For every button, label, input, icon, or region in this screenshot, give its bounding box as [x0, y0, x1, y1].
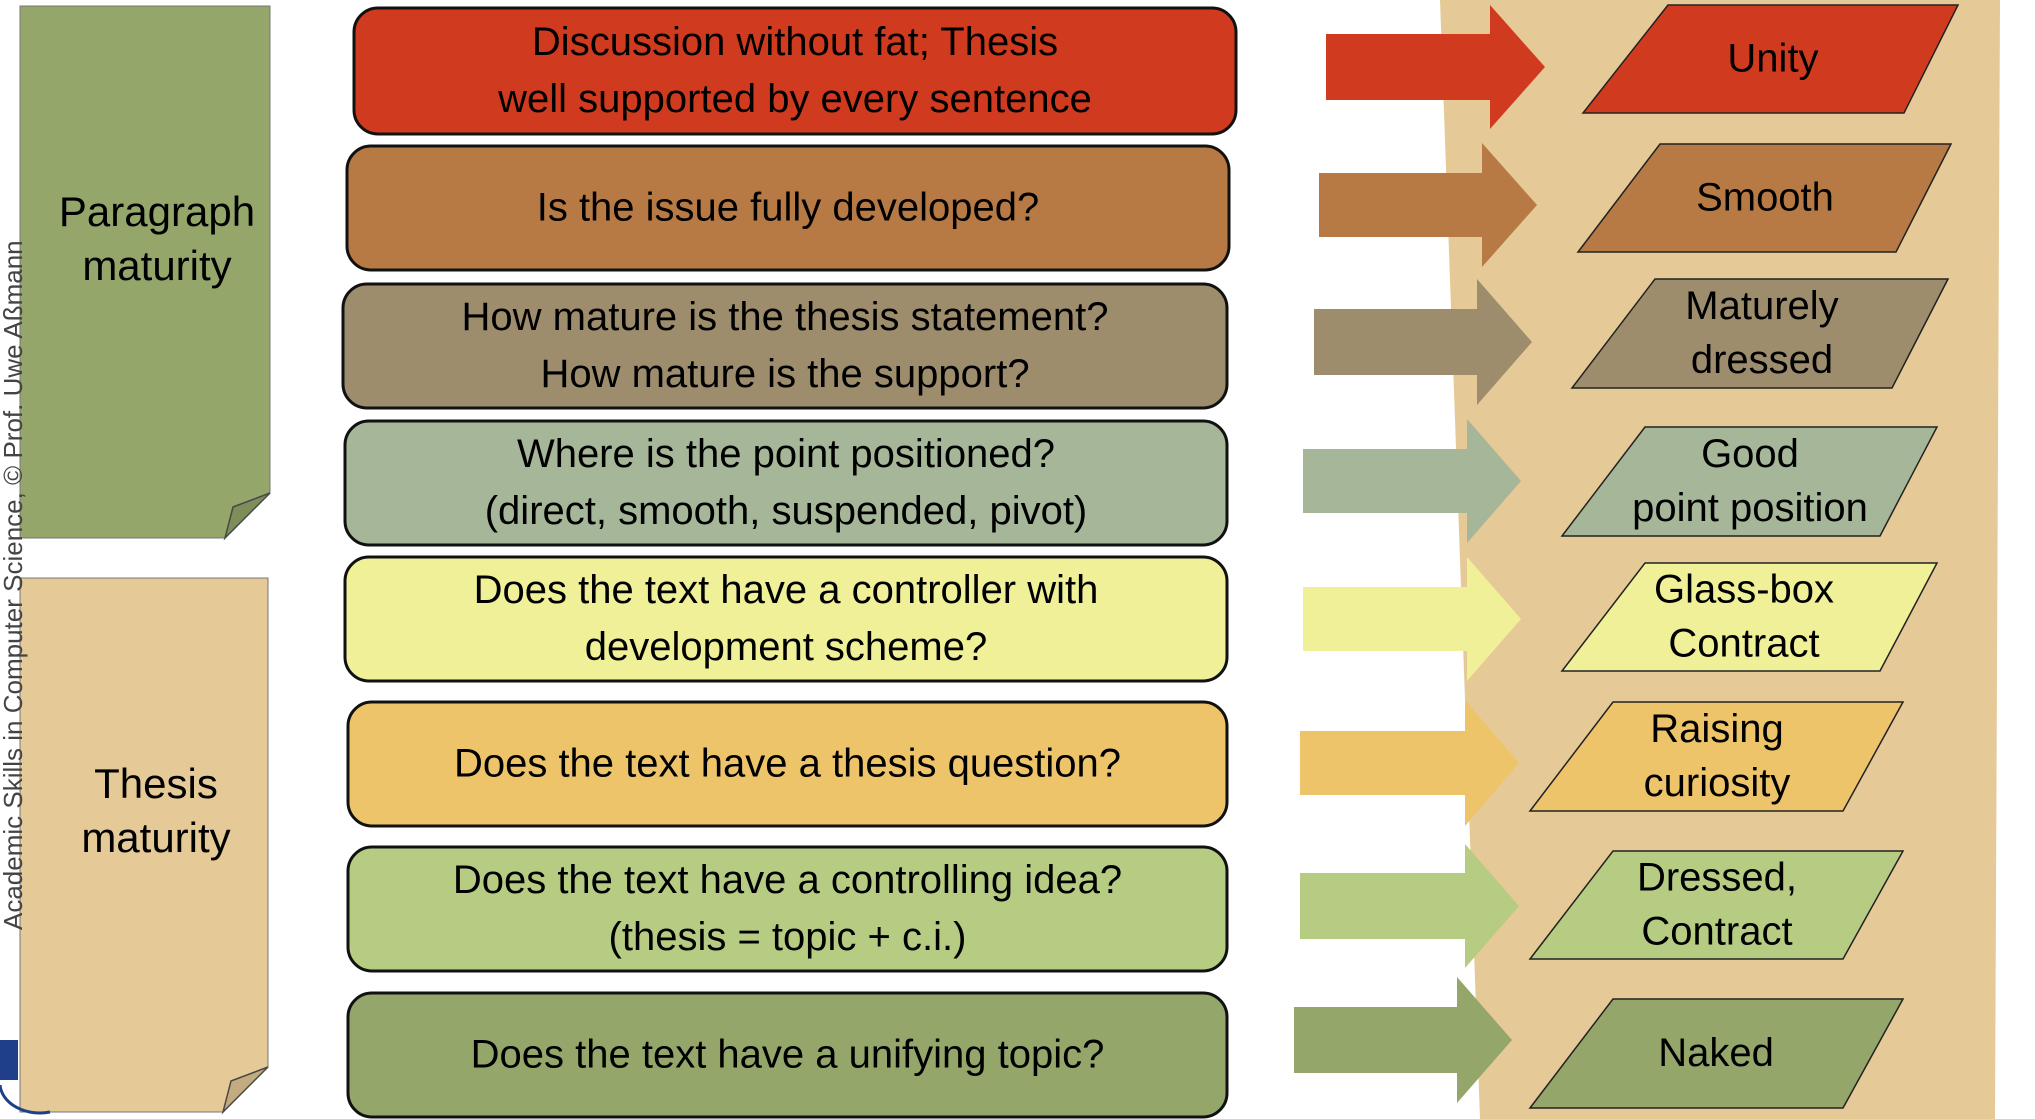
right-arrow-icon — [1303, 419, 1521, 543]
question-text: Discussion without fat; Thesis — [532, 20, 1058, 64]
result-shape — [1560, 426, 1939, 537]
result-text: Unity — [1727, 37, 1818, 81]
result-text: dressed — [1691, 338, 1833, 382]
question-text: How mature is the support? — [540, 352, 1029, 396]
question-text: Does the text have a thesis question? — [454, 742, 1121, 786]
result-text: Raising — [1650, 707, 1783, 751]
question-box — [341, 282, 1229, 410]
result-shape — [1528, 998, 1905, 1109]
level-row: Discussion without fat; Thesis well suppo… — [352, 4, 1960, 136]
level-row: How mature is the thesis statement? How m… — [341, 278, 1950, 410]
question-text: Is the issue fully developed? — [537, 186, 1040, 230]
question-text: Does the text have a controller with — [474, 568, 1099, 612]
result-shape — [1528, 701, 1905, 812]
result-text: Naked — [1658, 1031, 1774, 1075]
maturity-levels: Discussion without fat; Thesis well suppo… — [341, 4, 1960, 1119]
result-text: Contract — [1668, 622, 1819, 666]
right-arrow-icon — [1314, 279, 1532, 405]
question-text: How mature is the thesis statement? — [462, 295, 1109, 339]
level-row: Where is the point positioned? (direct, s… — [343, 419, 1939, 547]
level-row: Does the text have a controller with deve… — [343, 555, 1939, 683]
side-label-text: maturity — [81, 814, 230, 861]
question-text: Does the text have a controlling idea? — [453, 858, 1122, 902]
question-text: Where is the point positioned? — [517, 432, 1055, 476]
credit-text: Academic Skills in Computer Science, © P… — [0, 240, 28, 930]
question-text: well supported by every sentence — [497, 77, 1092, 121]
side-label-2: Thesis maturity — [19, 577, 269, 1115]
side-label-text: Paragraph — [59, 188, 255, 235]
side-label-text: maturity — [82, 242, 231, 289]
question-box — [346, 700, 1229, 828]
question-box — [343, 555, 1229, 683]
question-text: development scheme? — [585, 625, 987, 669]
question-text: (thesis = topic + c.i.) — [609, 915, 967, 959]
question-text: Does the text have a unifying topic? — [471, 1033, 1105, 1077]
result-text: Dressed, — [1637, 856, 1797, 900]
result-text: point position — [1632, 486, 1868, 530]
side-label-1: Paragraph maturity — [19, 5, 271, 541]
side-label-text: Thesis — [94, 760, 218, 807]
right-arrow-icon — [1294, 977, 1512, 1103]
right-arrow-icon — [1300, 700, 1519, 826]
level-row: Does the text have a thesis question? Rai… — [346, 700, 1905, 828]
university-logo — [0, 1040, 51, 1115]
result-text: Good — [1701, 432, 1799, 476]
level-row: Does the text have a controlling idea? (t… — [346, 844, 1905, 973]
question-box — [343, 419, 1229, 547]
question-box — [345, 144, 1231, 272]
right-arrow-icon — [1300, 844, 1519, 968]
result-text: curiosity — [1644, 761, 1791, 805]
question-box — [346, 845, 1229, 973]
right-arrow-icon — [1303, 557, 1521, 681]
right-arrow-icon — [1319, 143, 1537, 267]
result-shape — [1581, 4, 1960, 114]
right-arrow-icon — [1326, 5, 1545, 129]
result-shape — [1570, 278, 1950, 389]
page-curl-icon — [221, 1066, 269, 1115]
page-curl-icon — [223, 492, 271, 541]
level-row: Does the text have a unifying topic? Nake… — [346, 977, 1905, 1119]
result-shape — [1576, 143, 1953, 253]
result-shape — [1560, 562, 1939, 672]
result-text: Maturely — [1685, 284, 1838, 328]
question-box — [352, 6, 1238, 136]
question-text: (direct, smooth, suspended, pivot) — [485, 489, 1088, 533]
level-row: Is the issue fully developed? Smooth — [345, 143, 1953, 272]
result-shape — [1528, 850, 1905, 960]
question-box — [346, 991, 1229, 1119]
result-text: Contract — [1641, 910, 1792, 954]
result-text: Smooth — [1696, 176, 1834, 220]
result-text: Glass-box — [1654, 568, 1834, 612]
